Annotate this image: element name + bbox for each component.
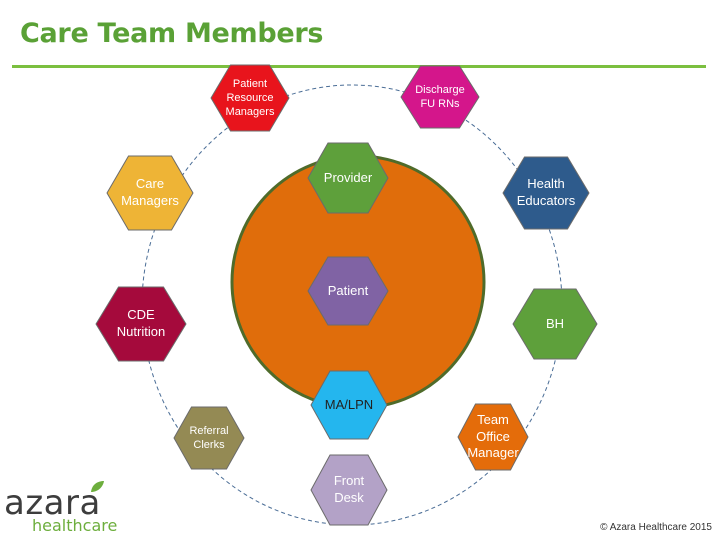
team-office-manager-label: Team Office Manager (467, 412, 519, 461)
patient-resource-managers-hexagon (210, 64, 290, 132)
bh-label: BH (545, 315, 565, 331)
ma-lpn-hexagon (310, 370, 388, 440)
referral-clerks-hexagon (173, 406, 245, 470)
cde-nutrition-hexagon (95, 286, 187, 362)
discharge-fu-rns-label: Discharge FU RNs (415, 83, 465, 110)
patient-label: Patient (327, 282, 369, 298)
title-divider (12, 65, 706, 68)
azara-logo: azara healthcare (4, 481, 144, 536)
provider-label: Provider (323, 169, 373, 185)
health-educators-label: Health Educators (516, 176, 576, 208)
logo-subtitle: healthcare (32, 516, 118, 535)
ma-lpn-label: MA/LPN (324, 396, 374, 412)
copyright-notice: © Azara Healthcare 2015 (600, 522, 712, 533)
logo-wordmark: azara (4, 483, 101, 523)
provider-hexagon (307, 142, 389, 214)
page-title: Care Team Members (20, 18, 324, 49)
care-managers-hexagon (106, 155, 194, 231)
health-educators-hexagon (502, 156, 590, 230)
patient-resource-managers-label: Patient Resource Managers (225, 77, 275, 119)
discharge-fu-rns-hexagon (400, 65, 480, 129)
referral-clerks-label: Referral Clerks (189, 424, 229, 451)
front-desk-hexagon (310, 454, 388, 526)
team-office-manager-hexagon (457, 403, 529, 471)
bh-hexagon (512, 288, 598, 360)
front-desk-label: Front Desk (333, 473, 365, 505)
cde-nutrition-label: CDE Nutrition (116, 307, 166, 339)
care-managers-label: Care Managers (121, 176, 179, 208)
patient-hexagon (307, 256, 389, 326)
leaf-icon (91, 481, 104, 492)
